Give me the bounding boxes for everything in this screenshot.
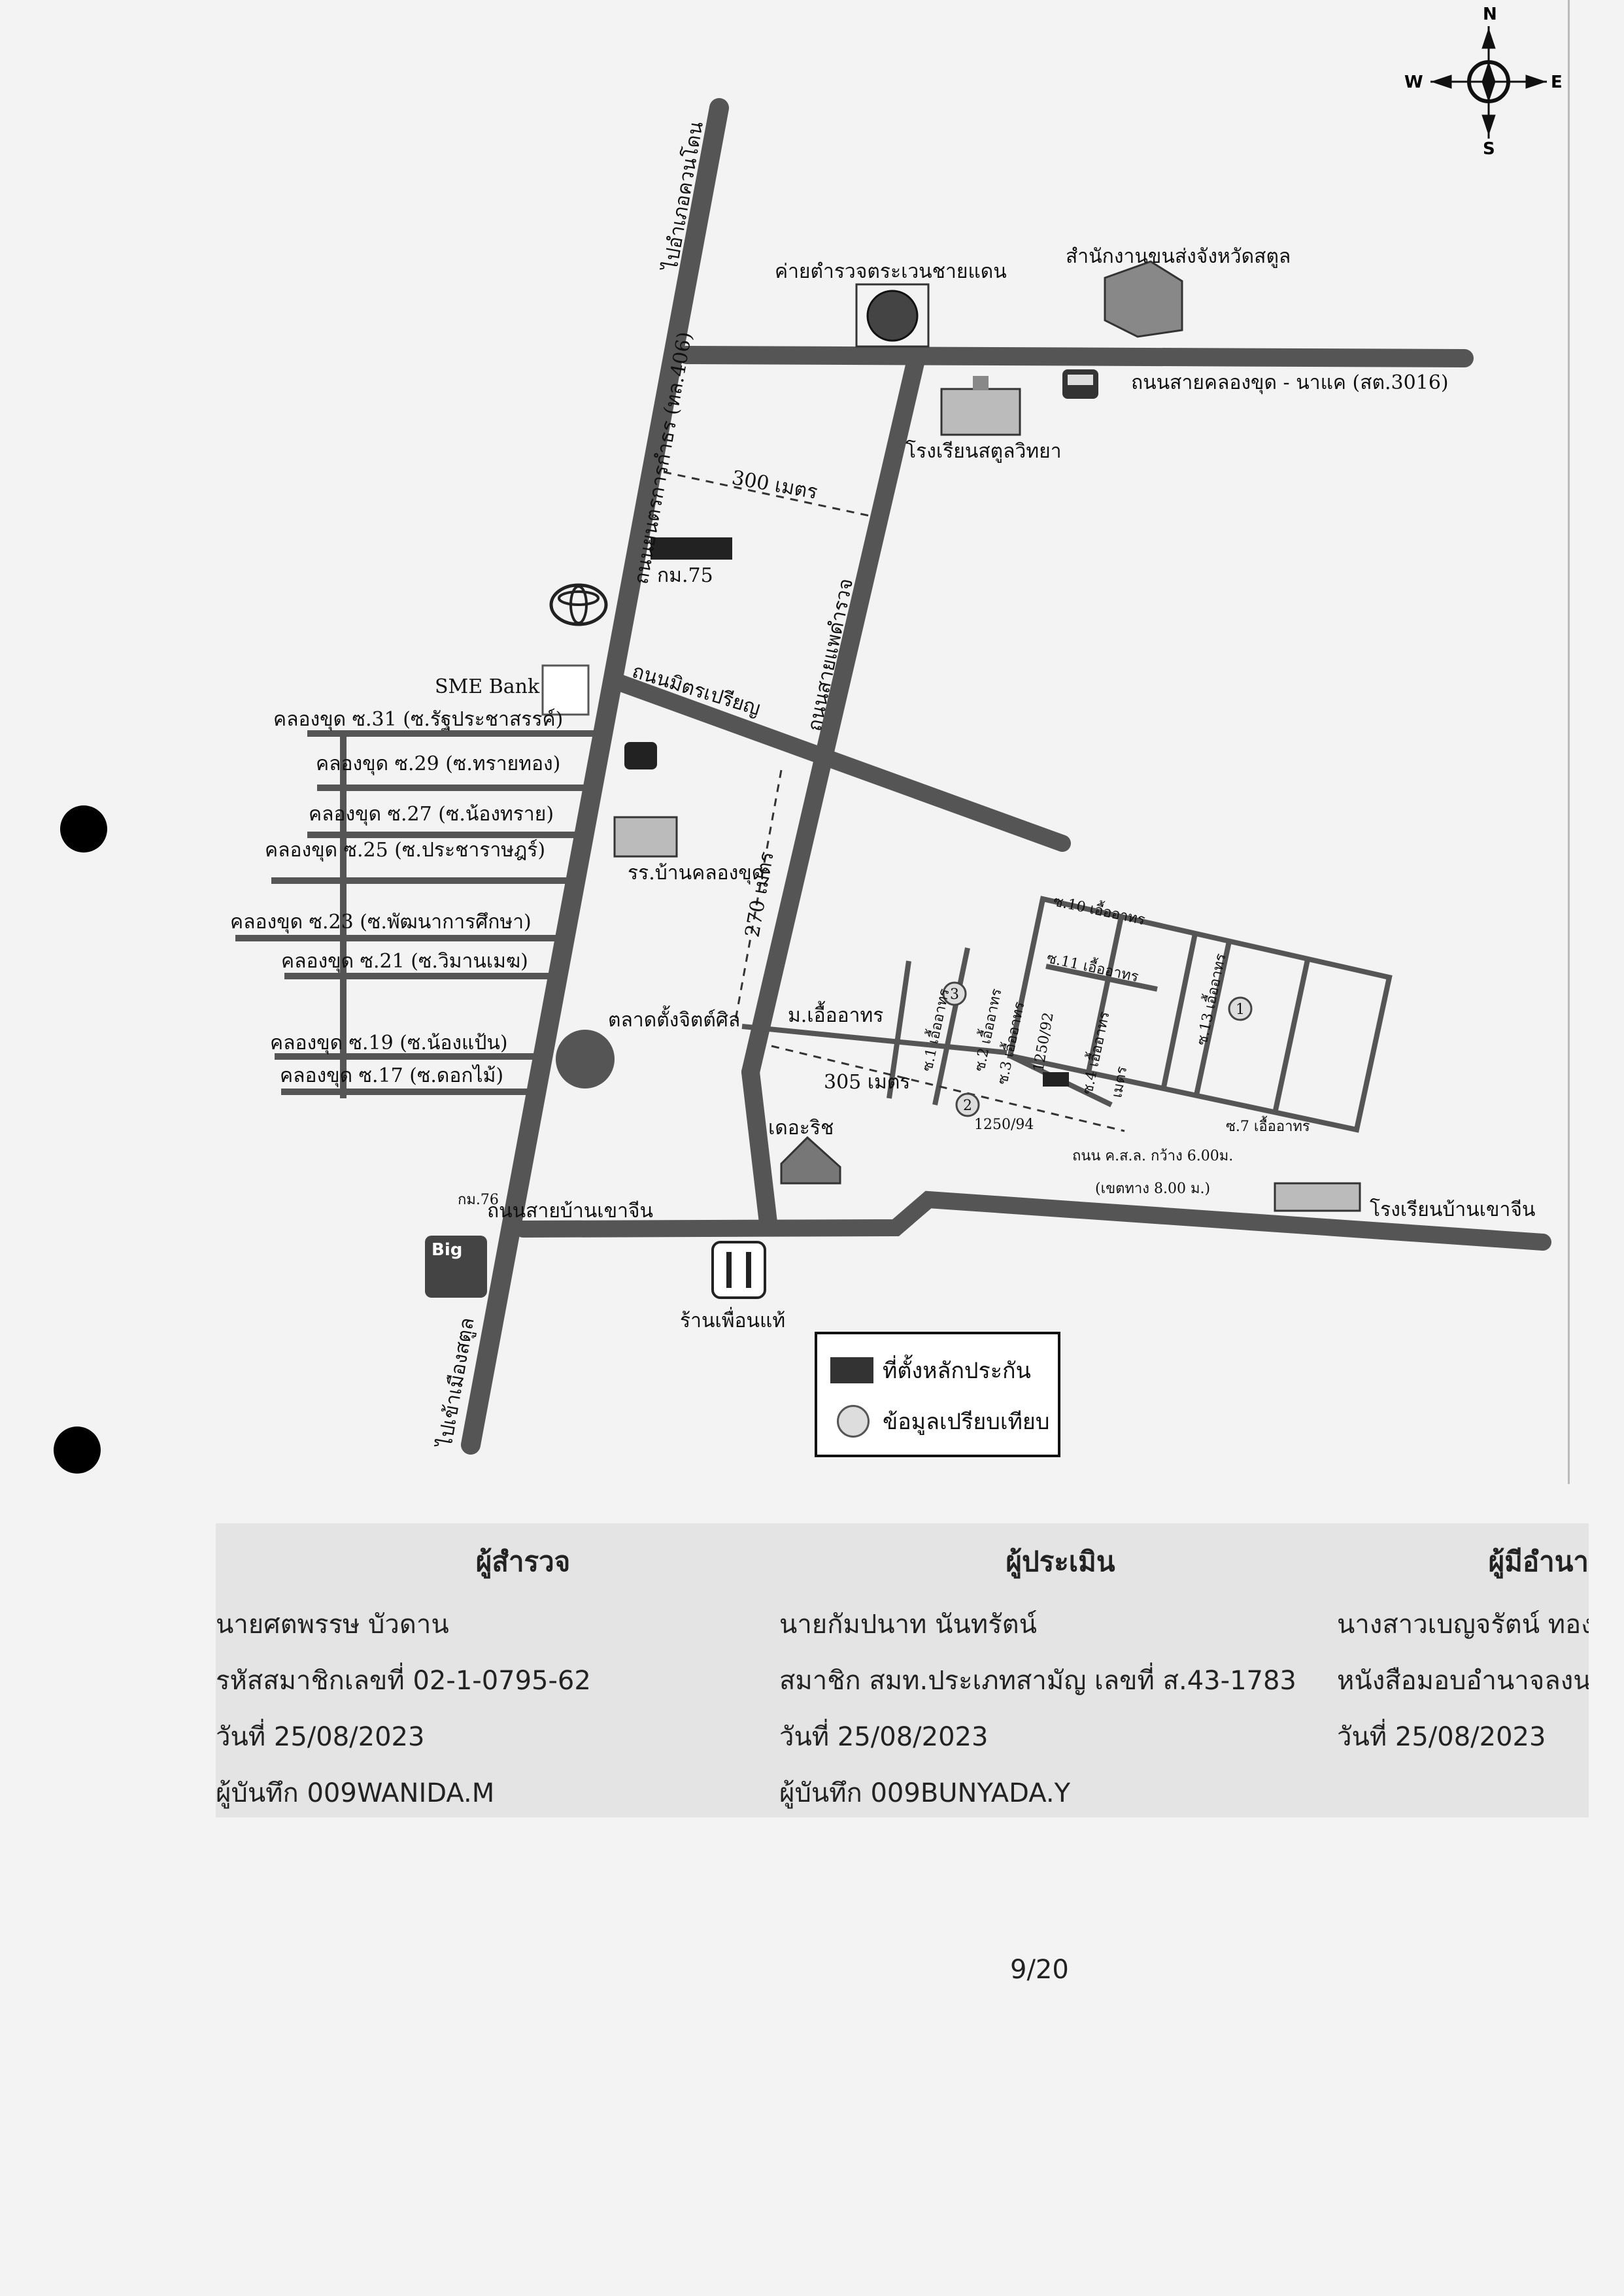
- klongkhut-naka-road-line: [677, 346, 1474, 367]
- gas-station-km75-icon: [651, 537, 732, 560]
- the-rich-label: เดอะริช: [768, 1117, 834, 1140]
- transport-office-label: สำนักงานขนส่งจังหวัดสตูล: [1066, 245, 1291, 268]
- satun-school-label: โรงเรียนสตูลวิทยา: [905, 439, 1062, 463]
- police-camp-label: ค่ายตำรวจตระเวนชายแดน: [775, 260, 1007, 283]
- the-rich-icon: [780, 1136, 841, 1185]
- soi-19-label: คลองขุด ซ.19 (ซ.น้องแป้น): [270, 1032, 508, 1055]
- surveyor-title: ผู้สำรวจ: [475, 1545, 571, 1578]
- legend-collateral: ที่ตั้งหลักประกัน: [830, 1353, 1031, 1388]
- m-ua-aharn-label: ม.เอื้ออาทร: [788, 1001, 883, 1027]
- surveyor-column: ผู้สำรวจ นายศตพรรษ บัวดาน รหัสสมาชิกเลขท…: [216, 1523, 778, 1821]
- klongkhut-school-label: รร.บ้านคลองขุด: [628, 862, 764, 885]
- authority-name: นางสาวเบญจรัตน์ ทอง: [1337, 1610, 1589, 1640]
- comparison-1-label: 1: [1236, 1002, 1245, 1018]
- soi-4-estate-label: ซ.4 เอื้ออาทร: [1077, 1009, 1113, 1096]
- authority-member: หนังสือมอบอำนาจลงน: [1337, 1666, 1589, 1696]
- estate-grid: [741, 896, 1393, 1133]
- distance-300-label: 300 เมตร: [730, 466, 819, 503]
- toyota-logo-icon: [549, 583, 608, 626]
- sme-bank-label: SME Bank: [435, 675, 540, 698]
- authority-column: ผู้มีอำนา นางสาวเบญจรัตน์ ทอง หนังสือมอบ…: [1337, 1523, 1589, 1765]
- soi-10-estate-label: ซ.10 เอื้ออาทร: [1052, 891, 1147, 929]
- klongkhut-school-icon: [613, 816, 678, 858]
- soi-11-estate-label: ซ.11 เอื้ออาทร: [1045, 948, 1141, 986]
- sme-bank-icon: [541, 664, 590, 716]
- compass-rose: N S W E: [1404, 5, 1563, 157]
- big-label: Big: [431, 1240, 462, 1260]
- soi-21-label: คลองขุด ซ.21 (ซ.วิมานเมฆ): [281, 950, 528, 973]
- signature-block: ผู้สำรวจ นายศตพรรษ บัวดาน รหัสสมาชิกเลขท…: [216, 1523, 1589, 1817]
- page-number: 9/20: [1010, 1955, 1069, 1985]
- soi-lines: [235, 730, 605, 1098]
- police-camp-icon: [855, 283, 930, 348]
- ban-khao-jin-school-icon: [1274, 1182, 1361, 1212]
- distance-lines: [663, 471, 1125, 1132]
- appraiser-name: นายกัมปนาท นันทรัตน์: [779, 1610, 1037, 1640]
- appraiser-date: วันที่ 25/08/2023: [779, 1722, 989, 1752]
- atm-icon: [624, 742, 657, 769]
- soi-25-label: คลองขุด ซ.25 (ซ.ประชาราษฎร์): [265, 839, 545, 862]
- restaurant-label: ร้านเพื่อนแท้: [680, 1307, 785, 1332]
- legend-comparison-swatch: [837, 1405, 870, 1438]
- compass-north: N: [1483, 5, 1497, 24]
- location-map: Big 1 2 3 ไปอำเภอควนโดน ถนนยนตรการกำธร (…: [230, 98, 1551, 1455]
- collateral-marker: [1043, 1072, 1069, 1087]
- surveyor-recorder: ผู้บันทึก 009WANIDA.M: [216, 1778, 495, 1808]
- main-road-line: [461, 98, 729, 1455]
- punch-hole-top: [60, 805, 107, 853]
- soi-1-estate-label: ซ.1 เอื้ออาทร: [917, 987, 953, 1073]
- authority-title: ผู้มีอำนา: [1488, 1545, 1589, 1578]
- appraiser-recorder: ผู้บันทึก 009BUNYADA.Y: [779, 1778, 1071, 1808]
- authority-date: วันที่ 25/08/2023: [1337, 1722, 1546, 1752]
- soi-29-label: คลองขุด ซ.29 (ซ.ทรายทอง): [316, 752, 560, 776]
- bus-icon: [1062, 369, 1098, 399]
- soi-17-label: คลองขุด ซ.17 (ซ.ดอกไม้): [280, 1064, 503, 1088]
- comparison-3-label: 3: [950, 987, 959, 1003]
- appraiser-title: ผู้ประเมิน: [1006, 1545, 1115, 1578]
- soi-23-label: คลองขุด ซ.23 (ซ.พัฒนาการศึกษา): [230, 911, 532, 934]
- soi-31-label: คลองขุด ซ.31 (ซ.รัฐประชาสรรค์): [273, 708, 563, 732]
- legend-collateral-swatch: [830, 1357, 873, 1383]
- legend-collateral-label: ที่ตั้งหลักประกัน: [883, 1358, 1031, 1384]
- sai-ped-road-lower: [741, 1063, 777, 1232]
- compass-south: S: [1483, 139, 1495, 157]
- transport-office-icon: [1104, 260, 1183, 338]
- km75-label: กม.75: [657, 564, 713, 587]
- klongkhut-naka-label: ถนนสายคลองขุด - นาแค (สต.3016): [1131, 371, 1449, 395]
- soi-27-label: คลองขุด ซ.27 (ซ.น้องทราย): [309, 803, 554, 826]
- map-legend: ที่ตั้งหลักประกัน ข้อมูลเปรียบเทียบ: [815, 1332, 1060, 1457]
- road-width-note-2: (เขตทาง 8.00 ม.): [1095, 1181, 1210, 1197]
- surveyor-member: รหัสสมาชิกเลขที่ 02-1-0795-62: [216, 1666, 591, 1696]
- legend-comparison: ข้อมูลเปรียบเทียบ: [830, 1404, 1049, 1439]
- punch-hole-bottom: [54, 1427, 101, 1474]
- legend-comparison-label: ข้อมูลเปรียบเทียบ: [883, 1409, 1050, 1435]
- meter-label: เมตร: [1109, 1065, 1130, 1099]
- surveyor-name: นายศตพรรษ บัวดาน: [216, 1610, 449, 1640]
- surveyor-date: วันที่ 25/08/2023: [216, 1722, 425, 1752]
- compass-west: W: [1404, 73, 1423, 92]
- distance-305-label: 305 เมตร: [824, 1071, 910, 1094]
- soi-13-estate-label: ซ.13 เอื้ออาทร: [1192, 951, 1230, 1047]
- restaurant-icon: [711, 1241, 766, 1299]
- appraiser-column: ผู้ประเมิน นายกัมปนาท นันทรัตน์ สมาชิก ส…: [779, 1523, 1342, 1821]
- road-width-note: ถนน ค.ส.ล. กว้าง 6.00ม.: [1072, 1148, 1233, 1164]
- ban-khao-jin-label: ถนนสายบ้านเขาจีน: [487, 1200, 653, 1223]
- ban-khao-jin-school-label: โรงเรียนบ้านเขาจีน: [1370, 1198, 1535, 1221]
- comparison-markers: [942, 981, 1253, 1117]
- mitraprasit-road-line: [613, 675, 1071, 852]
- satun-school-icon: [940, 376, 1021, 436]
- compass-east: E: [1551, 73, 1563, 92]
- market-label: ตลาดตั้งจิตต์ศิล: [608, 1005, 740, 1032]
- plot-1250-94-label: 1250/94: [974, 1117, 1034, 1133]
- market-icon: [556, 1030, 615, 1089]
- sai-ped-road-line: [741, 354, 924, 1081]
- soi-7-estate-label: ซ.7 เอื้ออาทร: [1226, 1116, 1310, 1135]
- page-edge: [1568, 0, 1570, 1484]
- big-c-icon: Big: [425, 1236, 487, 1298]
- appraiser-member: สมาชิก สมท.ประเภทสามัญ เลขที่ ส.43-1783: [779, 1666, 1296, 1696]
- ban-khao-jin-road-line: [515, 1190, 1551, 1251]
- comparison-2-label: 2: [963, 1098, 972, 1114]
- km76-label: กม.76: [458, 1192, 499, 1208]
